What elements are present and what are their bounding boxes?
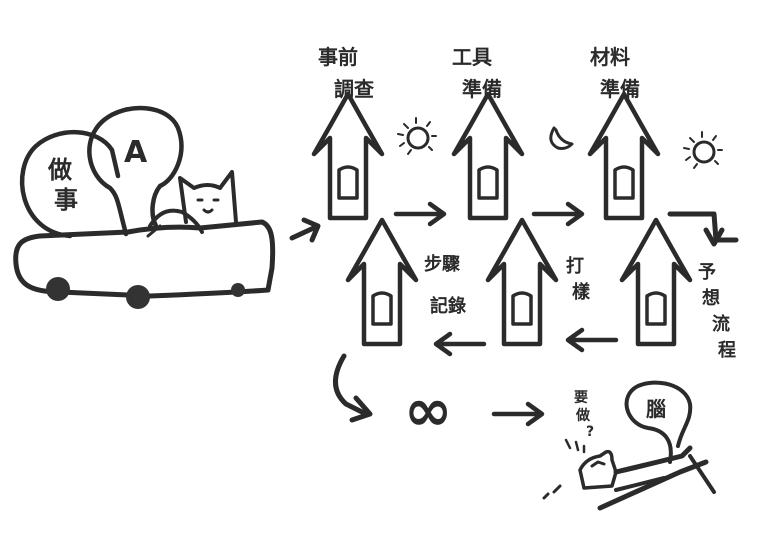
moon-icon <box>549 126 574 150</box>
dream-question-char-2: 做 <box>575 407 591 424</box>
car-wheel-right <box>231 283 245 297</box>
infinity-icon: ∞ <box>404 376 452 444</box>
dream-bubble-label: 腦 <box>646 397 666 421</box>
arrow-final <box>494 404 542 424</box>
bubble-small-char-1: 做 <box>47 156 72 184</box>
step-5-label-char-2: 樣 <box>572 281 591 303</box>
step-4-label-char-1: 予 <box>698 262 716 283</box>
arrow-start <box>289 217 321 243</box>
step-2-label-line2: 準備 <box>462 77 502 101</box>
house-step-3 <box>590 94 658 218</box>
step-4-label-char-3: 流 <box>712 313 730 335</box>
house-step-4 <box>622 220 690 344</box>
bubble-big-letter: A <box>124 135 148 170</box>
arrow-curve <box>333 353 373 423</box>
step-1-label-line2: 調查 <box>334 77 374 101</box>
sun-icon <box>397 117 437 155</box>
thought-bubble-big <box>87 105 184 237</box>
car-scene: 做 事 A <box>13 105 276 309</box>
house-step-5 <box>488 220 556 344</box>
step-5-label-char-1: 打 <box>566 255 584 277</box>
dream-bubble <box>624 380 693 464</box>
house-step-2 <box>454 94 522 218</box>
dream-question-char-1: 要 <box>574 390 588 406</box>
thought-bubble-small <box>19 130 121 239</box>
house-step-6 <box>348 220 416 344</box>
car-wheel-front <box>46 277 70 301</box>
arrow-5-6 <box>436 334 484 354</box>
car-wheel-rear <box>126 285 150 309</box>
step-1-label-line1: 事前 <box>318 45 358 69</box>
sun-icon <box>683 131 723 169</box>
step-3-label-line2: 準備 <box>600 77 640 101</box>
arrow-4-5 <box>568 330 616 350</box>
bubble-small-char-2: 事 <box>54 186 78 214</box>
sleeping-person-icon: 要 做 ? 腦 <box>542 380 716 511</box>
dream-question-char-3: ? <box>586 424 594 440</box>
car-icon <box>13 219 276 309</box>
arrow-2-3 <box>534 204 582 224</box>
house-step-1 <box>314 94 382 218</box>
step-4-label-char-2: 想 <box>702 287 720 309</box>
step-6-label-line1: 步驟 <box>424 253 461 275</box>
step-6-label-line2: 記錄 <box>430 295 466 317</box>
step-4-label-char-4: 程 <box>718 340 736 361</box>
arrow-1-2 <box>396 204 444 224</box>
arrow-turn <box>667 211 739 247</box>
step-2-label-line1: 工具 <box>452 45 492 69</box>
cat-icon <box>148 170 238 234</box>
step-3-label-line1: 材料 <box>590 45 630 69</box>
